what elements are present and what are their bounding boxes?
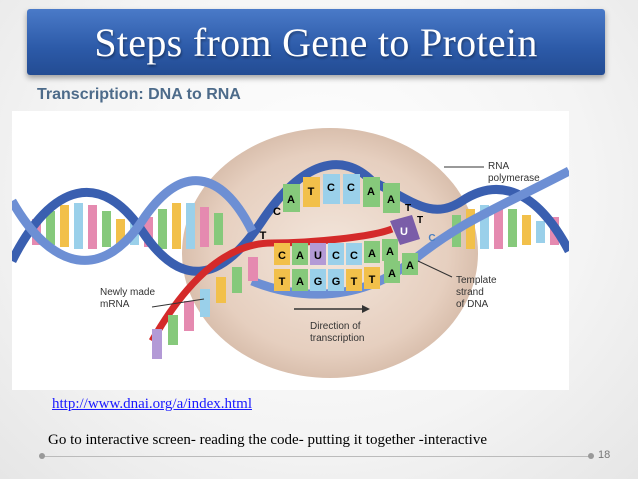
mrna-leader [151,298,205,308]
rna-base-3: C [332,250,340,262]
rna-base-6: A [386,246,394,258]
template-base-3: G [332,276,341,288]
template-base-0: T [279,276,286,288]
footer-divider [42,456,590,457]
dna-backbone-bottom-left [8,176,257,265]
top-base-1: T [308,186,315,198]
top-base-4: A [367,186,375,198]
rna-base-2: U [314,250,322,262]
rna-base-4: C [350,250,358,262]
direction-label-line1: Direction of [310,321,361,332]
dna-backbone-top-right [369,176,573,254]
transcription-diagram: A T C C A A T T C C T U C A U [7,128,573,378]
slide-subtitle: Transcription: DNA to RNA [37,86,241,103]
rna-base-1: A [296,250,304,262]
footer-dot-right [588,453,594,459]
rna-polymerase-label-line1: RNA [488,161,509,172]
direction-label-line2: transcription [310,333,364,344]
dna-backbone-top [7,160,376,276]
template-label-line1: Template [456,275,497,286]
template-base-1: A [296,276,304,288]
top-base-5: A [387,194,395,206]
top-base-2: C [327,182,335,194]
direction-arrowhead [362,305,370,313]
template-base-2: G [314,276,323,288]
template-base-7: A [406,260,414,272]
top-base-7: T [417,215,423,226]
title-bar: Steps from Gene to Protein [27,9,605,75]
template-leader [417,260,453,278]
rna-base-incoming: U [400,226,408,238]
template-strand-bases: T A G G T T A A [274,253,418,291]
top-strand-bases: A T C C A A T T C C T [260,174,436,244]
transcription-figure: A T C C A A T T C C T U C A U [7,111,573,390]
rna-base-5: A [368,248,376,260]
rna-polymerase-label-line2: polymerase [488,173,540,184]
page-number: 18 [598,449,611,461]
footer-dot-left [39,453,45,459]
top-base-6: T [405,203,411,214]
dnai-link[interactable]: http://www.dnai.org/a/index.html [52,396,252,412]
template-label-line2: strand [456,287,484,298]
slide-title: Steps from Gene to Protein [94,20,538,65]
template-base-6: A [388,268,396,280]
top-base-8: C [428,233,435,244]
mrna-label-line1: Newly made [100,287,155,298]
left-base-1: T [260,230,267,242]
incoming-nucleotide [390,215,420,245]
mrna-strand [148,225,394,343]
mrna-bases: C A U C C A A [274,239,398,265]
template-base-5: T [369,274,376,286]
mrna-tail-bases [152,257,258,359]
template-base-4: T [351,276,358,288]
top-base-3: C [347,182,355,194]
slide-note: Go to interactive screen- reading the co… [48,432,487,448]
top-base-0: A [287,194,295,206]
mrna-label-line2: mRNA [100,299,130,310]
left-base-0: C [273,206,281,218]
template-label-line3: of DNA [456,299,489,310]
rna-base-0: C [278,250,286,262]
